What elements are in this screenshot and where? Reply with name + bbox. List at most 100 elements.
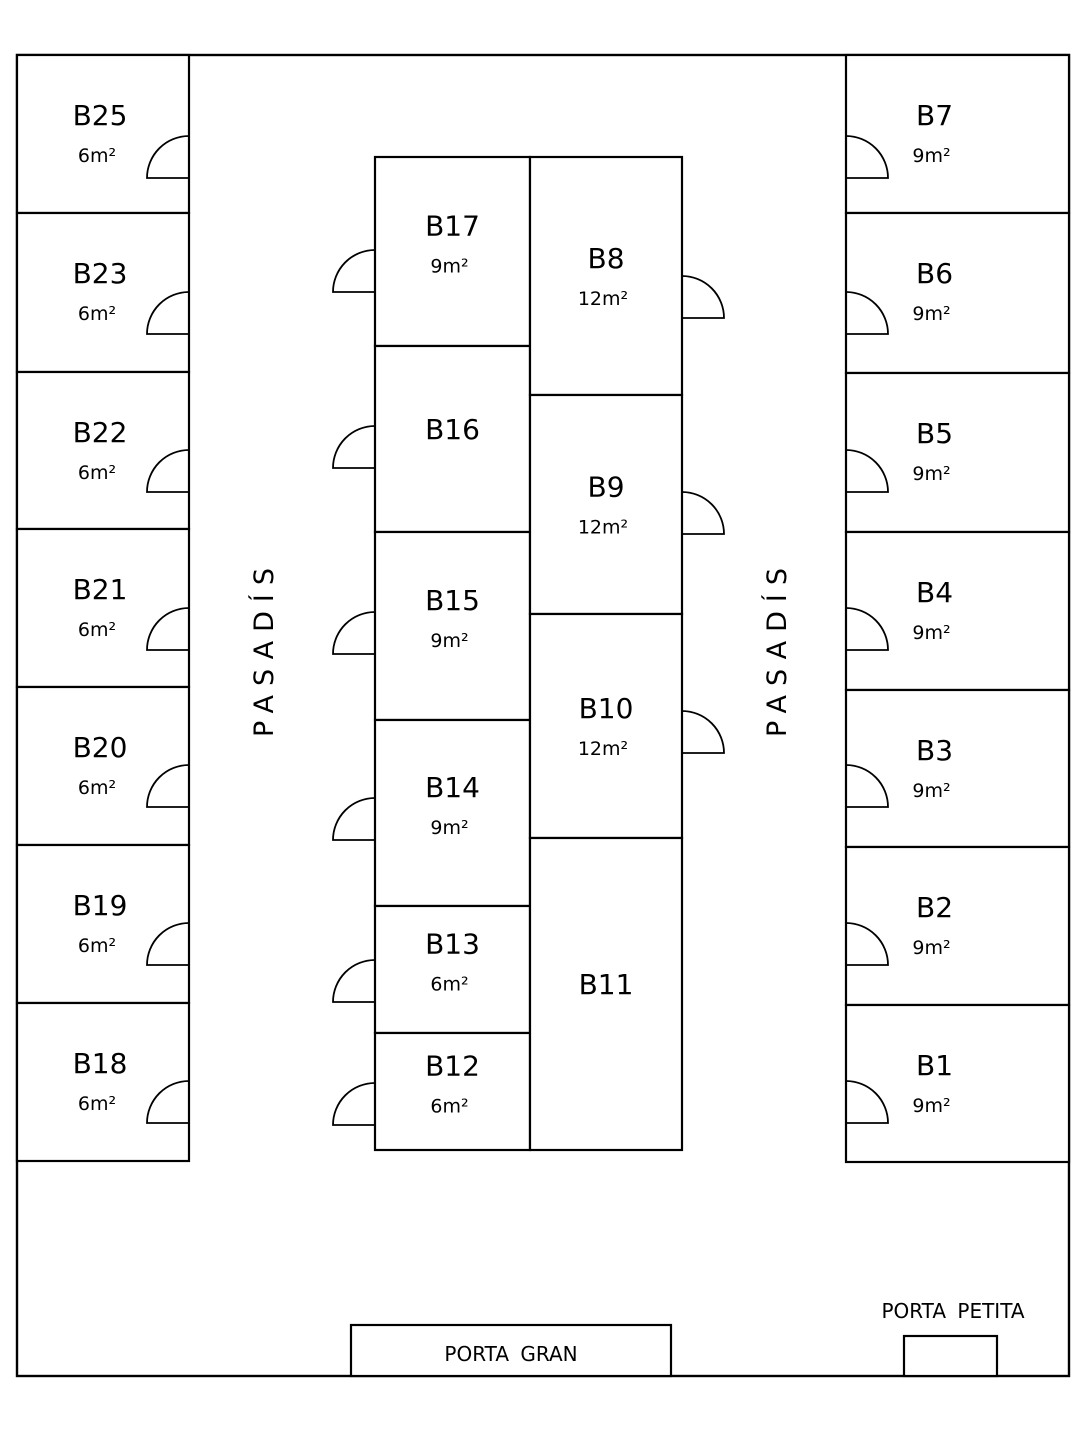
door-b23-icon[interactable]: [146, 291, 190, 335]
door-b5-icon[interactable]: [845, 449, 889, 493]
unit-b5-box[interactable]: [844, 371, 1071, 534]
door-b8-icon[interactable]: [681, 275, 725, 319]
unit-b11[interactable]: B11: [528, 836, 684, 1152]
unit-area: 9m²: [912, 463, 950, 485]
unit-label: B12: [425, 1050, 480, 1083]
unit-area: 9m²: [912, 937, 950, 959]
unit-b3-box[interactable]: [844, 688, 1071, 849]
unit-b4-box[interactable]: [844, 530, 1071, 692]
corridor-label-left: PASADÍS: [248, 559, 280, 737]
unit-label: B6: [916, 257, 953, 290]
unit-b9-box[interactable]: [528, 393, 684, 616]
door-b21-icon[interactable]: [146, 607, 190, 651]
unit-area: 6m²: [78, 777, 116, 799]
door-b19-icon[interactable]: [146, 922, 190, 966]
door-b20-icon[interactable]: [146, 764, 190, 808]
unit-b11-box[interactable]: [528, 836, 684, 1152]
unit-b10-box[interactable]: [528, 612, 684, 840]
door-b16-icon[interactable]: [332, 425, 376, 469]
unit-area: 9m²: [430, 256, 468, 278]
unit-label: B15: [425, 584, 480, 617]
door-b13-icon[interactable]: [332, 959, 376, 1003]
door-b15-icon[interactable]: [332, 611, 376, 655]
door-b2-icon[interactable]: [845, 922, 889, 966]
door-b6-icon[interactable]: [845, 291, 889, 335]
unit-area: 6m²: [78, 303, 116, 325]
small-door[interactable]: [902, 1334, 999, 1378]
unit-b2[interactable]: B2 9m²: [844, 845, 1071, 1007]
unit-label: B3: [916, 734, 953, 767]
unit-area: 12m²: [578, 517, 628, 539]
unit-area: 12m²: [578, 288, 628, 310]
door-b1-icon[interactable]: [845, 1080, 889, 1124]
door-b18-icon[interactable]: [146, 1080, 190, 1124]
unit-b13-box[interactable]: [373, 904, 532, 1035]
unit-label: B11: [579, 968, 634, 1001]
unit-b15-box[interactable]: [373, 530, 532, 722]
unit-b17-box[interactable]: [373, 155, 532, 348]
unit-b22-box[interactable]: [15, 370, 191, 531]
door-b17-icon[interactable]: [332, 249, 376, 293]
unit-b20-box[interactable]: [15, 685, 191, 847]
unit-b8-box[interactable]: [528, 155, 684, 397]
door-b14-icon[interactable]: [332, 797, 376, 841]
unit-area: 6m²: [78, 145, 116, 167]
corridor-label-right: PASADÍS: [761, 559, 793, 737]
unit-b20[interactable]: B20 6m²: [15, 685, 191, 847]
unit-label: B2: [916, 891, 953, 924]
door-b10-icon[interactable]: [681, 710, 725, 754]
small-door-label: PORTA PETITA: [881, 1299, 1024, 1323]
unit-area: 6m²: [430, 974, 468, 996]
door-b25-icon[interactable]: [146, 135, 190, 179]
unit-b19-box[interactable]: [15, 843, 191, 1005]
door-b3-icon[interactable]: [845, 764, 889, 808]
door-b7-icon[interactable]: [845, 135, 889, 179]
unit-b8[interactable]: B8 12m²: [528, 155, 684, 397]
unit-b2-box[interactable]: [844, 845, 1071, 1007]
unit-b14[interactable]: B14 9m²: [373, 718, 532, 908]
door-b9-icon[interactable]: [681, 491, 725, 535]
door-b4-icon[interactable]: [845, 607, 889, 651]
unit-b16[interactable]: B16: [373, 344, 532, 534]
unit-label: B17: [425, 210, 480, 243]
unit-area: 9m²: [430, 817, 468, 839]
unit-b7-box[interactable]: [844, 53, 1071, 215]
unit-label: B14: [425, 771, 480, 804]
unit-b14-box[interactable]: [373, 718, 532, 908]
unit-b18-box[interactable]: [15, 1001, 191, 1163]
door-b22-icon[interactable]: [146, 449, 190, 493]
unit-b25-box[interactable]: [15, 53, 191, 215]
big-door[interactable]: [349, 1323, 673, 1378]
unit-b21-box[interactable]: [15, 527, 191, 689]
unit-label: B16: [425, 413, 480, 446]
door-b12-icon[interactable]: [332, 1082, 376, 1126]
unit-b17[interactable]: B17 9m²: [373, 155, 532, 348]
unit-b6-box[interactable]: [844, 211, 1071, 375]
unit-b1-box[interactable]: [844, 1003, 1071, 1164]
unit-label: B20: [73, 731, 128, 764]
unit-b23-box[interactable]: [15, 211, 191, 374]
unit-label: B8: [587, 242, 624, 275]
unit-b12-box[interactable]: [373, 1031, 532, 1152]
unit-label: B1: [916, 1049, 953, 1082]
big-door-label: PORTA GRAN: [444, 1342, 577, 1366]
unit-area: 6m²: [78, 935, 116, 957]
